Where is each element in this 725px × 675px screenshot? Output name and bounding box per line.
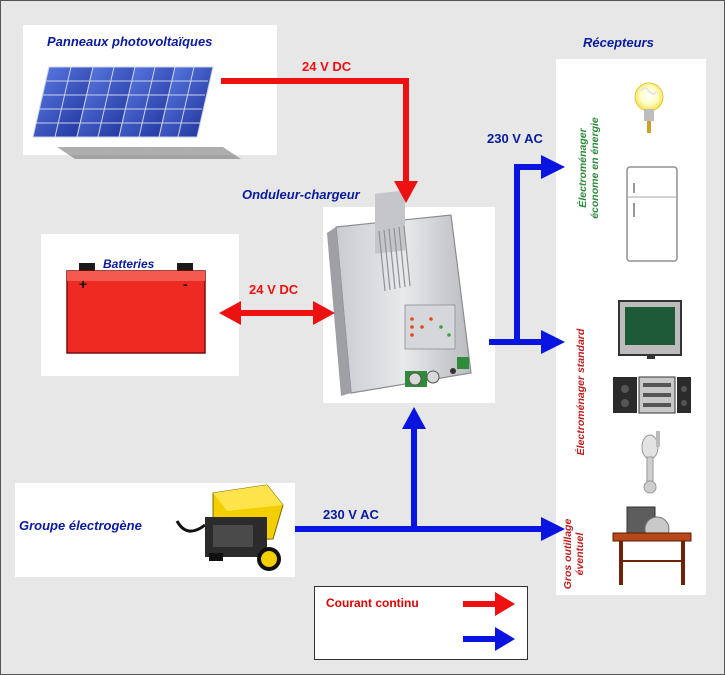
inverter-label: Onduleur-chargeur (242, 187, 360, 202)
hifi-icon (613, 376, 691, 414)
ac-arrow-inverter-to-receivers (489, 155, 565, 354)
legend-ac-arrow (463, 627, 515, 651)
batteries-label: Batteries (103, 257, 155, 271)
legend-dc-arrow (463, 592, 515, 616)
receiver-group-tools-line1: Gros outillage (562, 518, 574, 590)
battery-minus-label: - (183, 276, 188, 292)
legend-dc-label: Courant continu (326, 596, 419, 610)
legend-box (314, 586, 528, 660)
solar-panels-label: Panneaux photovoltaïques (47, 34, 213, 49)
battery-plus-label: + (79, 276, 88, 292)
generator-icon (175, 484, 284, 571)
receiver-group-eco-line1: Électroménager (577, 128, 589, 208)
receiver-group-eco-line2: économe en énergie (589, 117, 601, 219)
receiver-group-tools-line2: éventuel (574, 532, 586, 576)
ac-arrow-generator (295, 407, 565, 541)
generator-voltage-label: 230 V AC (323, 507, 379, 522)
receiver-group-eco-label: Électroménager économe en énergie (577, 103, 603, 233)
battery-icon (66, 263, 206, 354)
dc-arrow-battery-inverter (219, 301, 335, 325)
tv-icon (618, 300, 682, 359)
generator-label: Groupe électrogène (19, 518, 142, 533)
output-voltage-label: 230 V AC (487, 131, 543, 146)
receiver-group-standard-line1: Électroménager standard (575, 328, 587, 456)
saw-table-icon (612, 506, 692, 585)
receiver-group-tools-label: Gros outillage éventuel (562, 514, 588, 594)
solar-panel-icon (32, 66, 241, 159)
bulb-icon (634, 82, 664, 133)
solar-voltage-label: 24 V DC (302, 59, 352, 74)
battery-voltage-label: 24 V DC (249, 282, 299, 297)
fridge-icon (626, 166, 678, 262)
dc-arrow-solar-to-inverter (221, 78, 418, 203)
inverter-icon (327, 190, 472, 396)
receivers-label: Récepteurs (583, 35, 654, 50)
mixer-icon (641, 431, 660, 494)
receiver-group-standard-label: Électroménager standard (575, 322, 589, 462)
